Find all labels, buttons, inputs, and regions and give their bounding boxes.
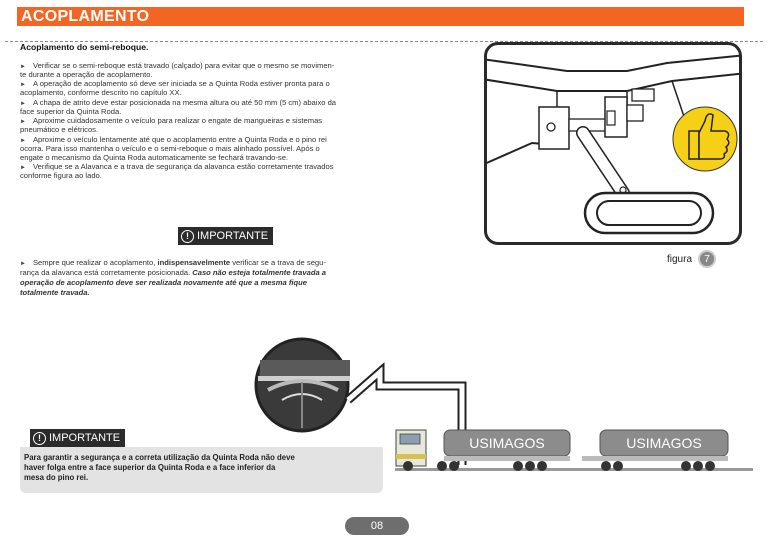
bullet-icon: ► [20, 165, 26, 171]
instruction-line: pneumático e elétricos. [20, 125, 99, 134]
instruction-line: conforme figura ao lado. [20, 171, 102, 180]
instruction-line: ►Aproxime cuidadosamente o veículo para … [20, 116, 323, 125]
instruction-line: te durante a operação de acoplamento. [20, 70, 153, 79]
important-note-line: totalmente travada. [20, 288, 90, 297]
important-note-box: Para garantir a segurança e a correta ut… [20, 447, 383, 493]
instruction-line: ►Aproxime o veículo lentamente até que o… [20, 135, 327, 144]
page-number: 08 [345, 517, 409, 535]
bullet-icon: ► [20, 101, 26, 107]
instruction-line: ►A operação de acoplamento só deve ser i… [20, 79, 330, 88]
instruction-line: ►Verificar se o semi-reboque está travad… [20, 61, 335, 70]
bullet-icon: ► [20, 138, 26, 144]
important-label: IMPORTANTE [197, 230, 269, 242]
important-note-text: Para garantir a segurança e a correta ut… [24, 453, 295, 482]
trailer-1-label: USIMAGOS [469, 435, 544, 451]
page-title: ACOPLAMENTO [21, 8, 150, 25]
fifth-wheel-lever-drawing [487, 54, 739, 235]
figure-illustration [484, 42, 742, 245]
header-bar: ACOPLAMENTO [17, 7, 744, 26]
instruction-line: acoplamento, conforme descrito no capítu… [20, 88, 182, 97]
instruction-line: ►A chapa de atrito deve estar posicionad… [20, 98, 337, 107]
important-badge: ! IMPORTANTE [178, 227, 274, 245]
trailer-2-label: USIMAGOS [626, 435, 701, 451]
bullet-icon: ► [20, 261, 26, 267]
bullet-icon: ► [20, 119, 26, 125]
section-title: Acoplamento do semi-reboque. [20, 42, 149, 52]
instruction-line: face superior da Quinta Roda. [20, 107, 122, 116]
figure-caption: figura [667, 254, 693, 265]
info-icon: ! [33, 431, 46, 445]
dashed-divider [5, 41, 763, 42]
bullet-icon: ► [20, 82, 26, 88]
important-badge: ! IMPORTANTE [30, 429, 126, 447]
figure-number: 7 [698, 250, 716, 268]
info-icon: ! [181, 229, 194, 243]
important-label: IMPORTANTE [49, 432, 121, 444]
instruction-line: ►Verifique se a Alavanca e a trava de se… [20, 162, 334, 171]
truck-coupling-illustration: USIMAGOS USIMAGOS [254, 337, 753, 471]
important-note-line: rança da alavanca está corretamente posi… [20, 268, 327, 277]
important-note-line: operação de acoplamento deve ser realiza… [20, 278, 307, 287]
instruction-line: engate o mecanismo da Quinta Roda automa… [20, 153, 289, 162]
bullet-icon: ► [20, 64, 26, 70]
instruction-line: ocorra. Para isso mantenha o veículo e o… [20, 144, 320, 153]
important-note-line: ►Sempre que realizar o acoplamento, indi… [20, 258, 326, 267]
